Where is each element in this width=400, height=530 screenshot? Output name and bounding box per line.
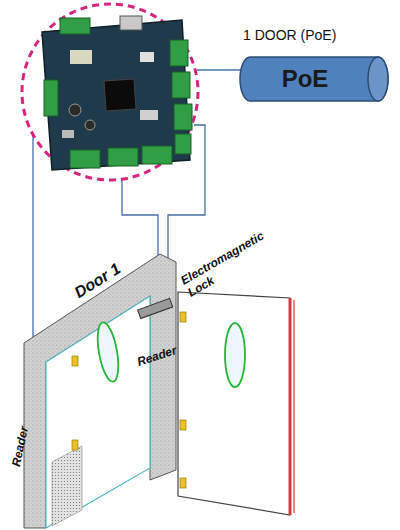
part-label: Electromagnetic Lock: [178, 220, 287, 299]
controller-board: [42, 16, 192, 170]
left-door-leaf: [46, 296, 150, 528]
controller-title: 1 DOOR (PoE): [243, 27, 383, 43]
electromagnetic-lock: [138, 298, 173, 318]
door-frame: [24, 254, 176, 528]
right-door-leaf: [178, 292, 290, 515]
poe-cylinder: PoE: [240, 56, 388, 102]
board-callout-circle: [22, 4, 198, 180]
hinges: [72, 312, 186, 488]
node-label: PoE: [240, 65, 370, 93]
